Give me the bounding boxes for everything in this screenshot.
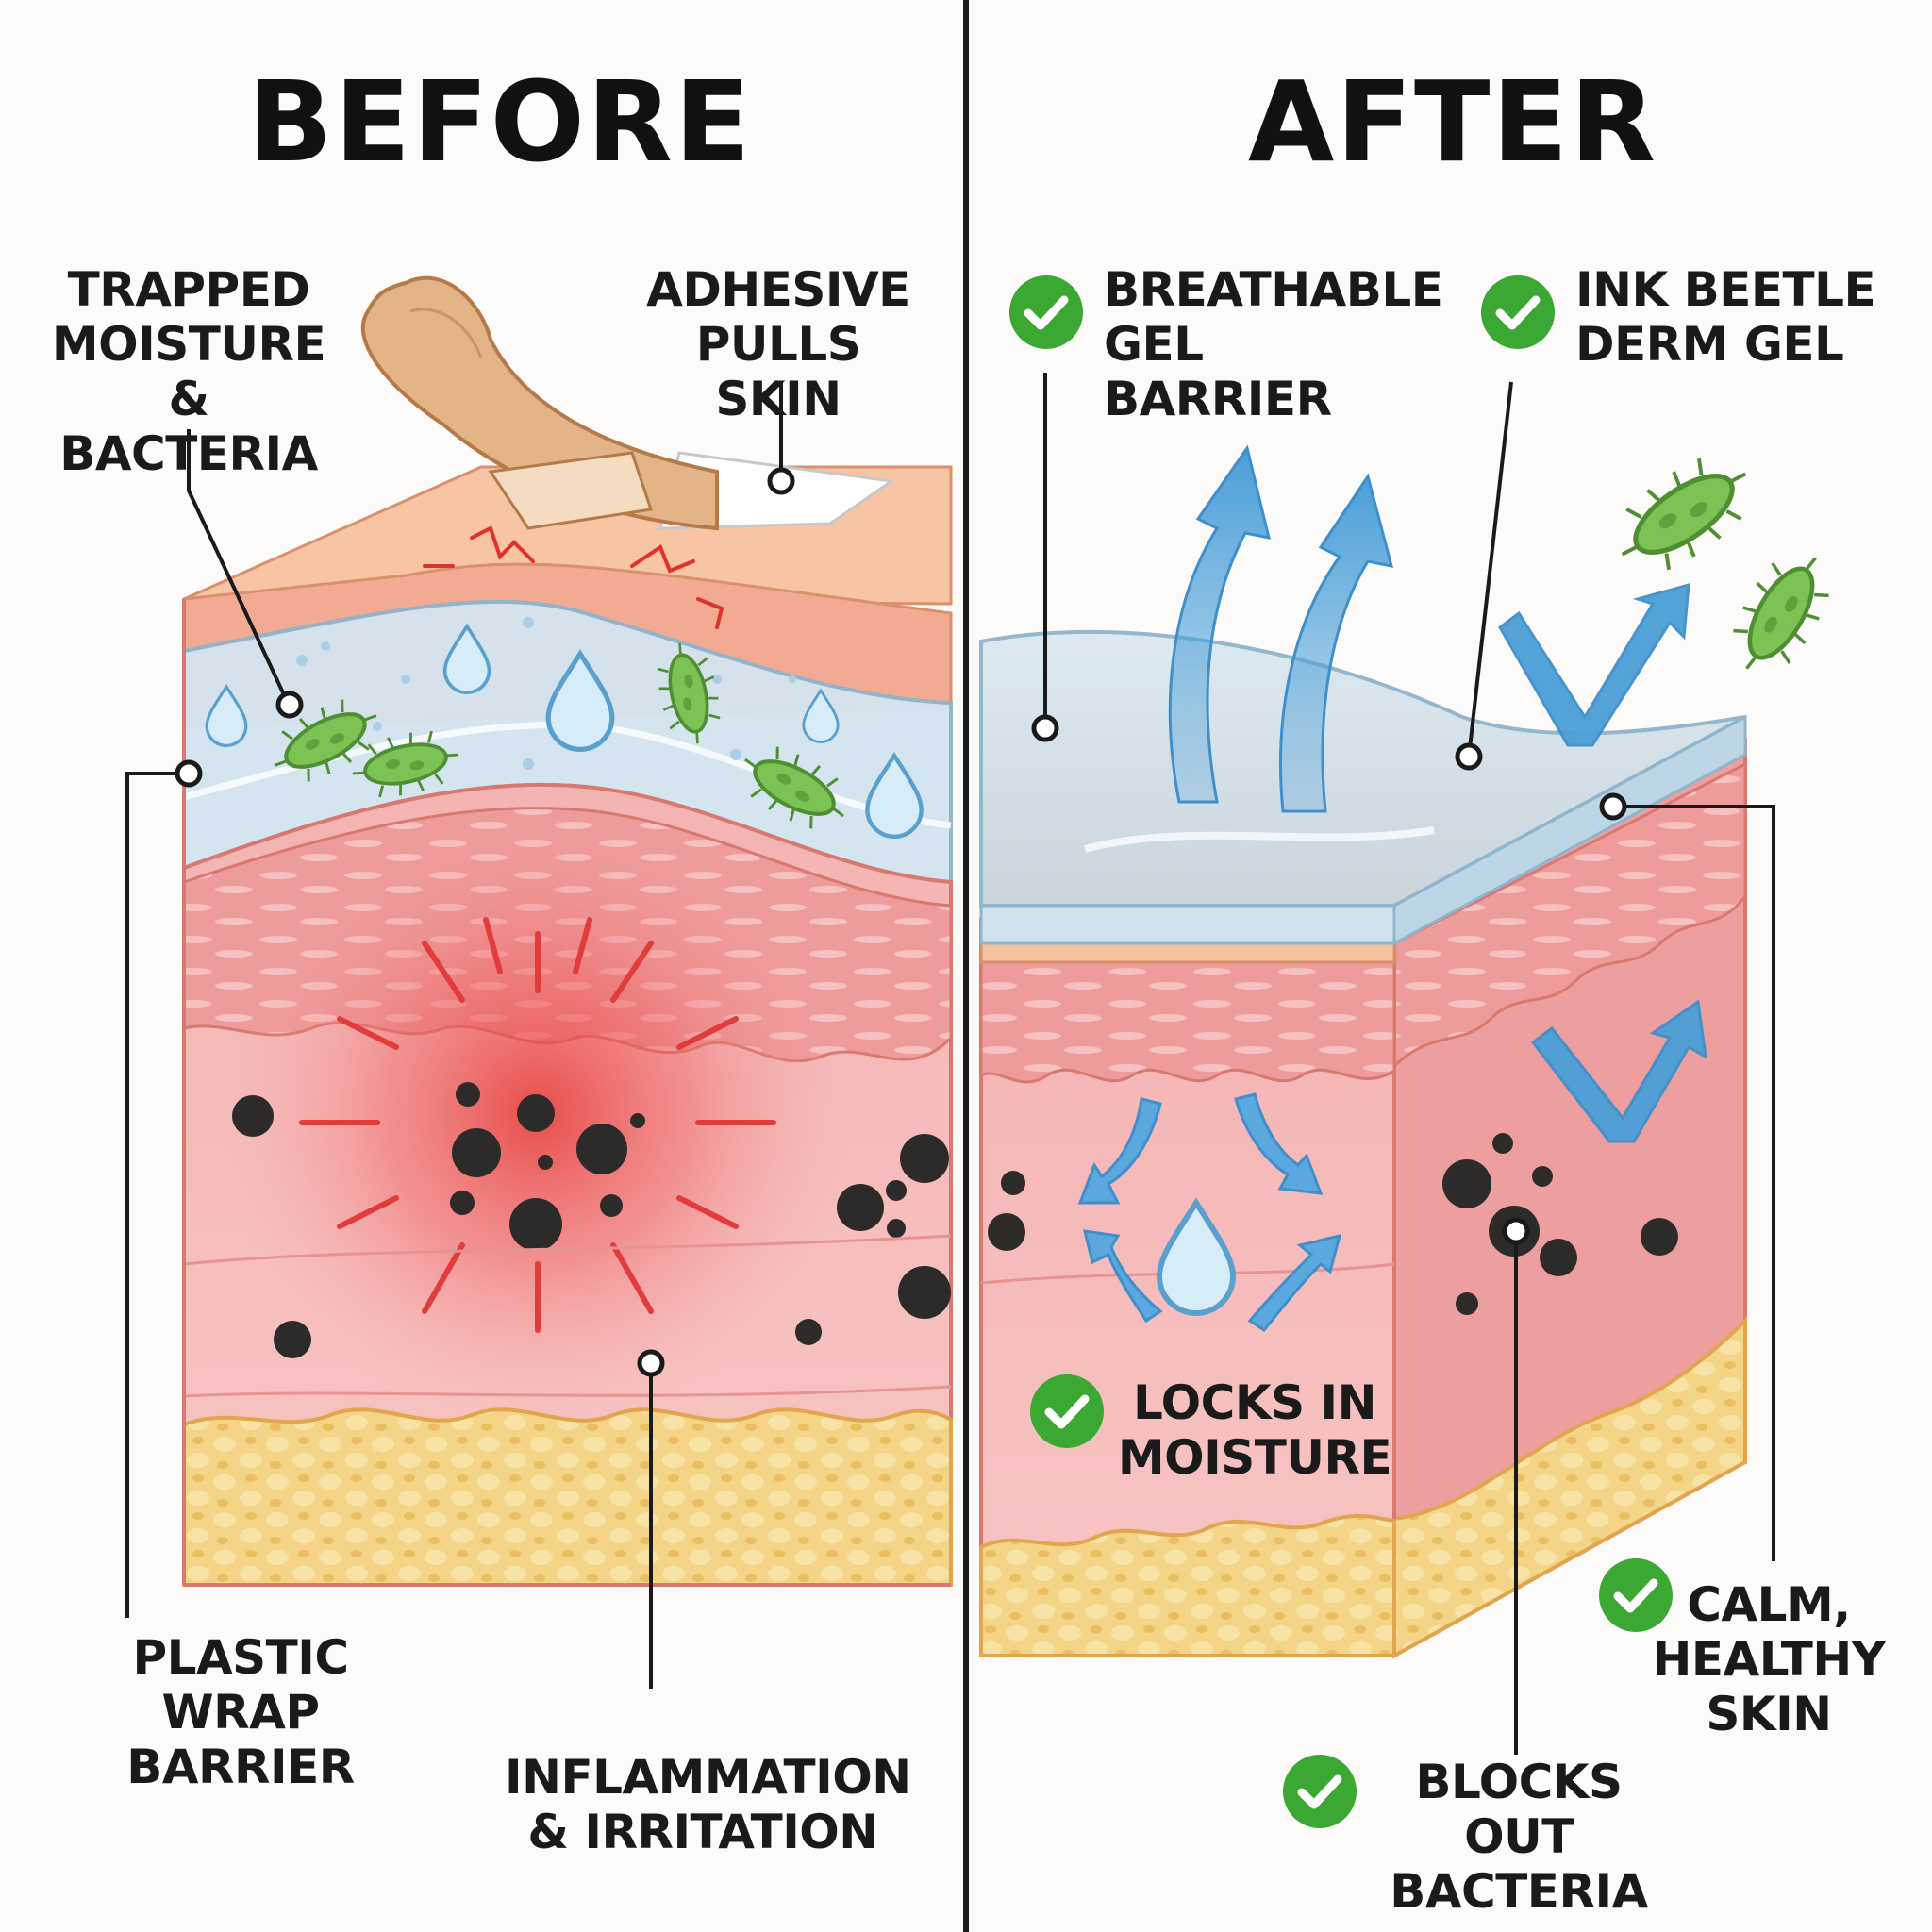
label-locks-in-moisture: LOCKS IN MOISTURE — [1117, 1375, 1392, 1485]
label-ink-beetle-derm-gel: INK BEETLE DERM GEL — [1575, 262, 1876, 372]
label-trapped-moisture-bacteria: TRAPPED MOISTURE & BACTERIA — [51, 262, 326, 481]
label-inflammation-irritation: INFLAMMATION & IRRITATION — [505, 1750, 911, 1859]
label-breathable-gel-barrier: BREATHABLE GEL BARRIER — [1104, 262, 1443, 426]
before-heading: BEFORE — [247, 57, 753, 187]
check-icon — [1599, 1558, 1673, 1632]
leader-lines — [125, 373, 1775, 1755]
check-icon — [1009, 275, 1083, 349]
leader-dots — [175, 467, 1627, 1377]
label-plastic-wrap-barrier: PLASTIC WRAP BARRIER — [126, 1630, 355, 1794]
before-skin-block — [182, 275, 953, 1587]
label-blocks-out-bacteria: BLOCKS OUT BACTERIA — [1390, 1755, 1648, 1919]
after-skin-block — [979, 439, 1844, 1659]
label-calm-healthy-skin: CALM, HEALTHY SKIN — [1652, 1577, 1886, 1741]
label-adhesive-pulls-skin: ADHESIVE PULLS SKIN — [646, 262, 910, 426]
check-icon — [1283, 1755, 1357, 1828]
check-icon — [1481, 275, 1555, 349]
after-heading: AFTER — [1248, 57, 1657, 187]
check-icon — [1030, 1374, 1104, 1448]
arrow-icon — [1168, 444, 1394, 813]
